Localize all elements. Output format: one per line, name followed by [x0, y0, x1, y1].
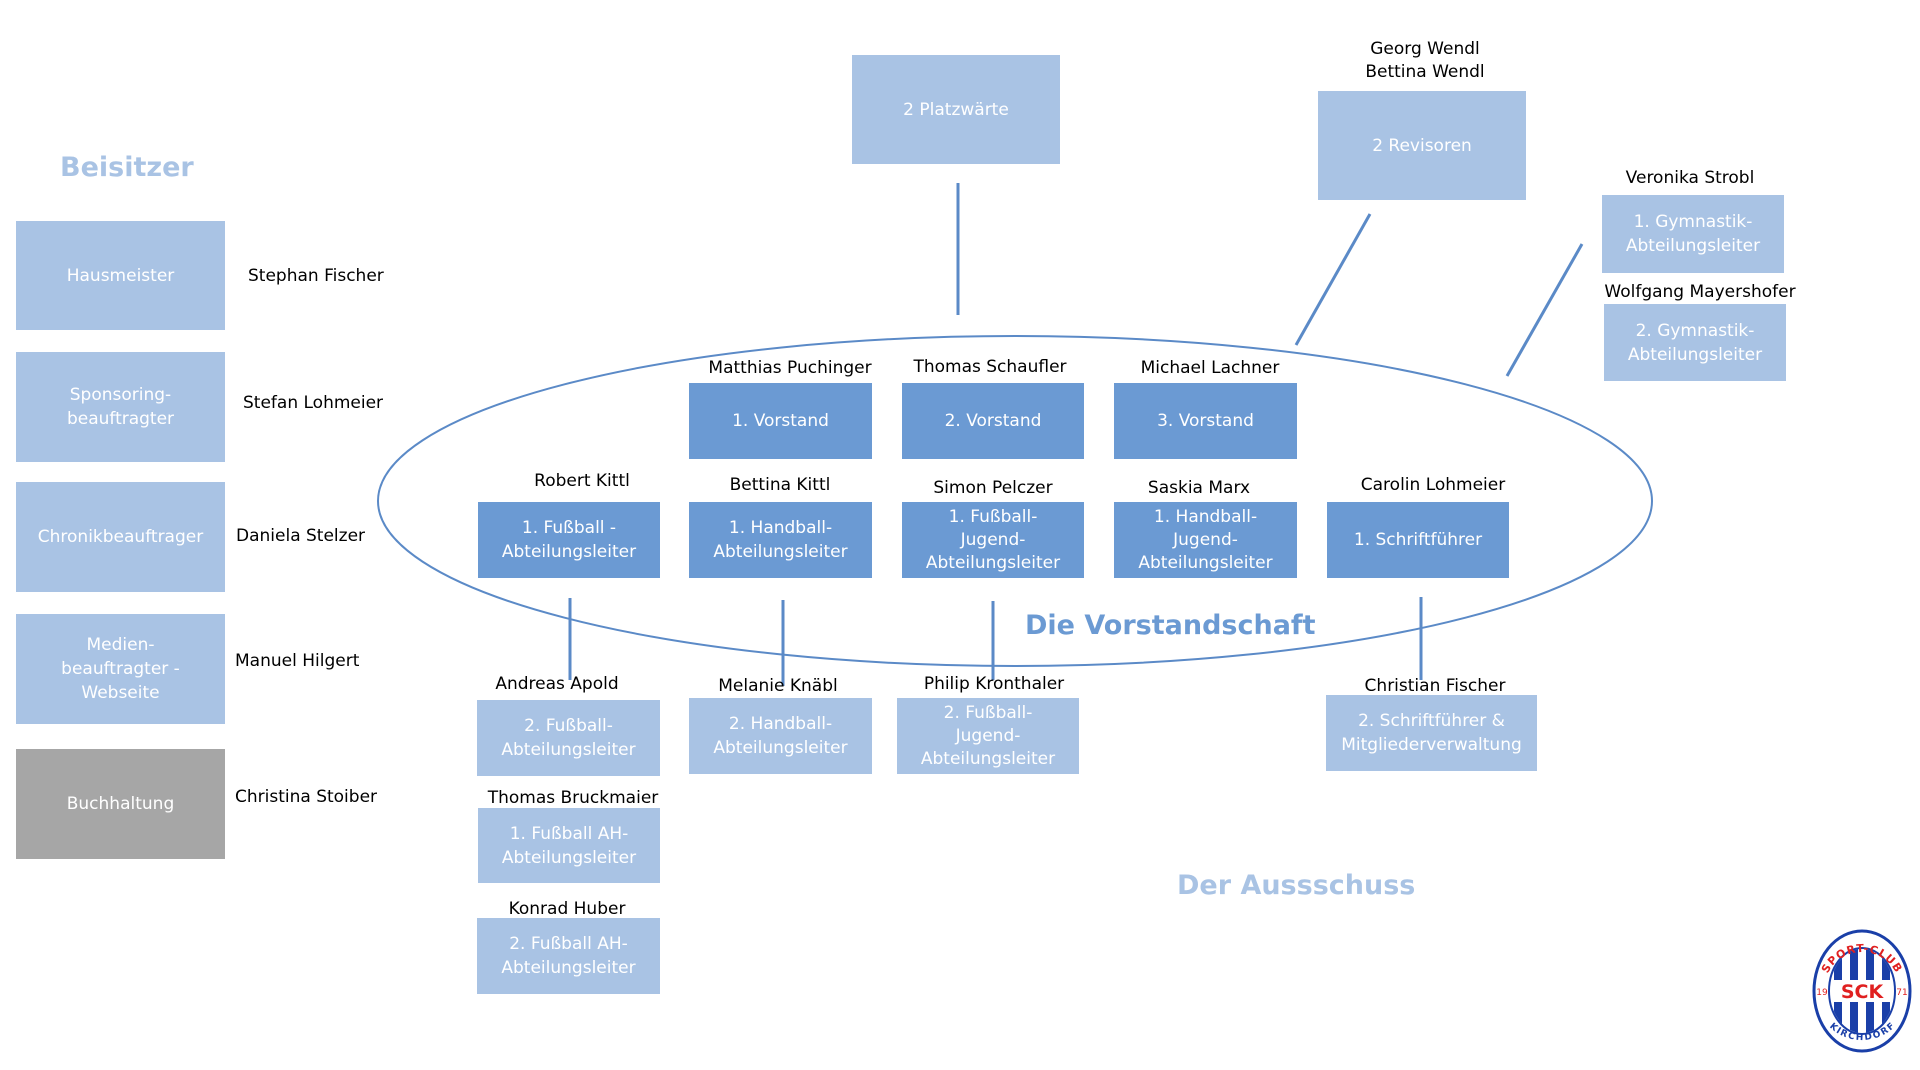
box-vorstand-2: 2. Vorstand	[902, 383, 1084, 459]
box-ausschuss-5: 1. Fußball AH- Abteilungsleiter	[478, 808, 660, 883]
name-ausschuss-2: Melanie Knäbl	[718, 676, 838, 696]
name-abteilung-4: Saskia Marx	[1147, 478, 1251, 498]
name-gymnastik-1: Veronika Strobl	[1625, 168, 1755, 188]
name-medien: Manuel Hilgert	[235, 651, 360, 671]
box-abteilung-5: 1. Schriftführer	[1327, 502, 1509, 578]
connector-gymnastik	[1505, 243, 1584, 377]
name-ausschuss-5: Thomas Bruckmaier	[487, 788, 659, 808]
name-buchhaltung: Christina Stoiber	[235, 787, 378, 807]
name-revisoren: Georg Wendl Bettina Wendl	[1365, 39, 1485, 82]
box-ausschuss-1: 2. Fußball- Abteilungsleiter	[477, 700, 660, 776]
heading-ausschuss: Der Aussschuss	[1177, 870, 1416, 901]
name-ausschuss-3: Philip Kronthaler	[923, 674, 1065, 694]
box-gymnastik-2: 2. Gymnastik- Abteilungsleiter	[1604, 304, 1786, 381]
name-hausmeister: Stephan Fischer	[248, 266, 384, 286]
name-vorstand-1: Matthias Puchinger	[708, 358, 872, 378]
box-abteilung-1: 1. Fußball - Abteilungsleiter	[478, 502, 660, 578]
box-chronik: Chronikbeauftrager	[16, 482, 225, 592]
logo-letters: SCK	[1841, 981, 1885, 1003]
box-gymnastik-1: 1. Gymnastik- Abteilungsleiter	[1602, 195, 1784, 273]
sck-club-logo: SPORT-CLUB KIRCHDORF SCK 19 71	[1812, 929, 1912, 1053]
name-vorstand-2: Thomas Schaufler	[913, 357, 1067, 377]
box-vorstand-1: 1. Vorstand	[689, 383, 872, 459]
box-hausmeister: Hausmeister	[16, 221, 225, 330]
box-vorstand-3: 3. Vorstand	[1114, 383, 1297, 459]
box-ausschuss-2: 2. Handball- Abteilungsleiter	[689, 698, 872, 774]
box-abteilung-3: 1. Fußball- Jugend- Abteilungsleiter	[902, 502, 1084, 578]
name-abteilung-5: Carolin Lohmeier	[1360, 475, 1506, 495]
name-chronik: Daniela Stelzer	[236, 526, 366, 546]
logo-year-right: 71	[1896, 988, 1907, 998]
box-buchhaltung: Buchhaltung	[16, 749, 225, 859]
box-ausschuss-4: 2. Schriftführer & Mitgliederverwaltung	[1326, 695, 1537, 771]
heading-beisitzer: Beisitzer	[60, 152, 194, 183]
name-ausschuss-6: Konrad Huber	[508, 899, 626, 919]
logo-year-left: 19	[1816, 988, 1828, 998]
box-sponsoring: Sponsoring- beauftragter	[16, 352, 225, 462]
box-revisoren: 2 Revisoren	[1318, 91, 1526, 200]
heading-vorstandschaft: Die Vorstandschaft	[1025, 610, 1316, 641]
name-gymnastik-2: Wolfgang Mayershofer	[1604, 282, 1796, 302]
box-abteilung-4: 1. Handball- Jugend- Abteilungsleiter	[1114, 502, 1297, 578]
vorstandschaft-ellipse	[377, 335, 1653, 667]
name-abteilung-1: Robert Kittl	[534, 471, 630, 491]
connector-revisoren	[1294, 213, 1372, 346]
name-abteilung-2: Bettina Kittl	[729, 475, 831, 495]
box-ausschuss-6: 2. Fußball AH- Abteilungsleiter	[477, 918, 660, 994]
box-platzwaerte: 2 Platzwärte	[852, 55, 1060, 164]
box-ausschuss-3: 2. Fußball- Jugend- Abteilungsleiter	[897, 698, 1079, 774]
box-abteilung-2: 1. Handball- Abteilungsleiter	[689, 502, 872, 578]
box-medien: Medien- beauftragter - Webseite	[16, 614, 225, 724]
name-ausschuss-4: Christian Fischer	[1364, 676, 1506, 696]
name-vorstand-3: Michael Lachner	[1140, 358, 1280, 378]
name-sponsoring: Stefan Lohmeier	[243, 393, 384, 413]
name-ausschuss-1: Andreas Apold	[495, 674, 619, 694]
name-abteilung-3: Simon Pelczer	[933, 478, 1053, 498]
